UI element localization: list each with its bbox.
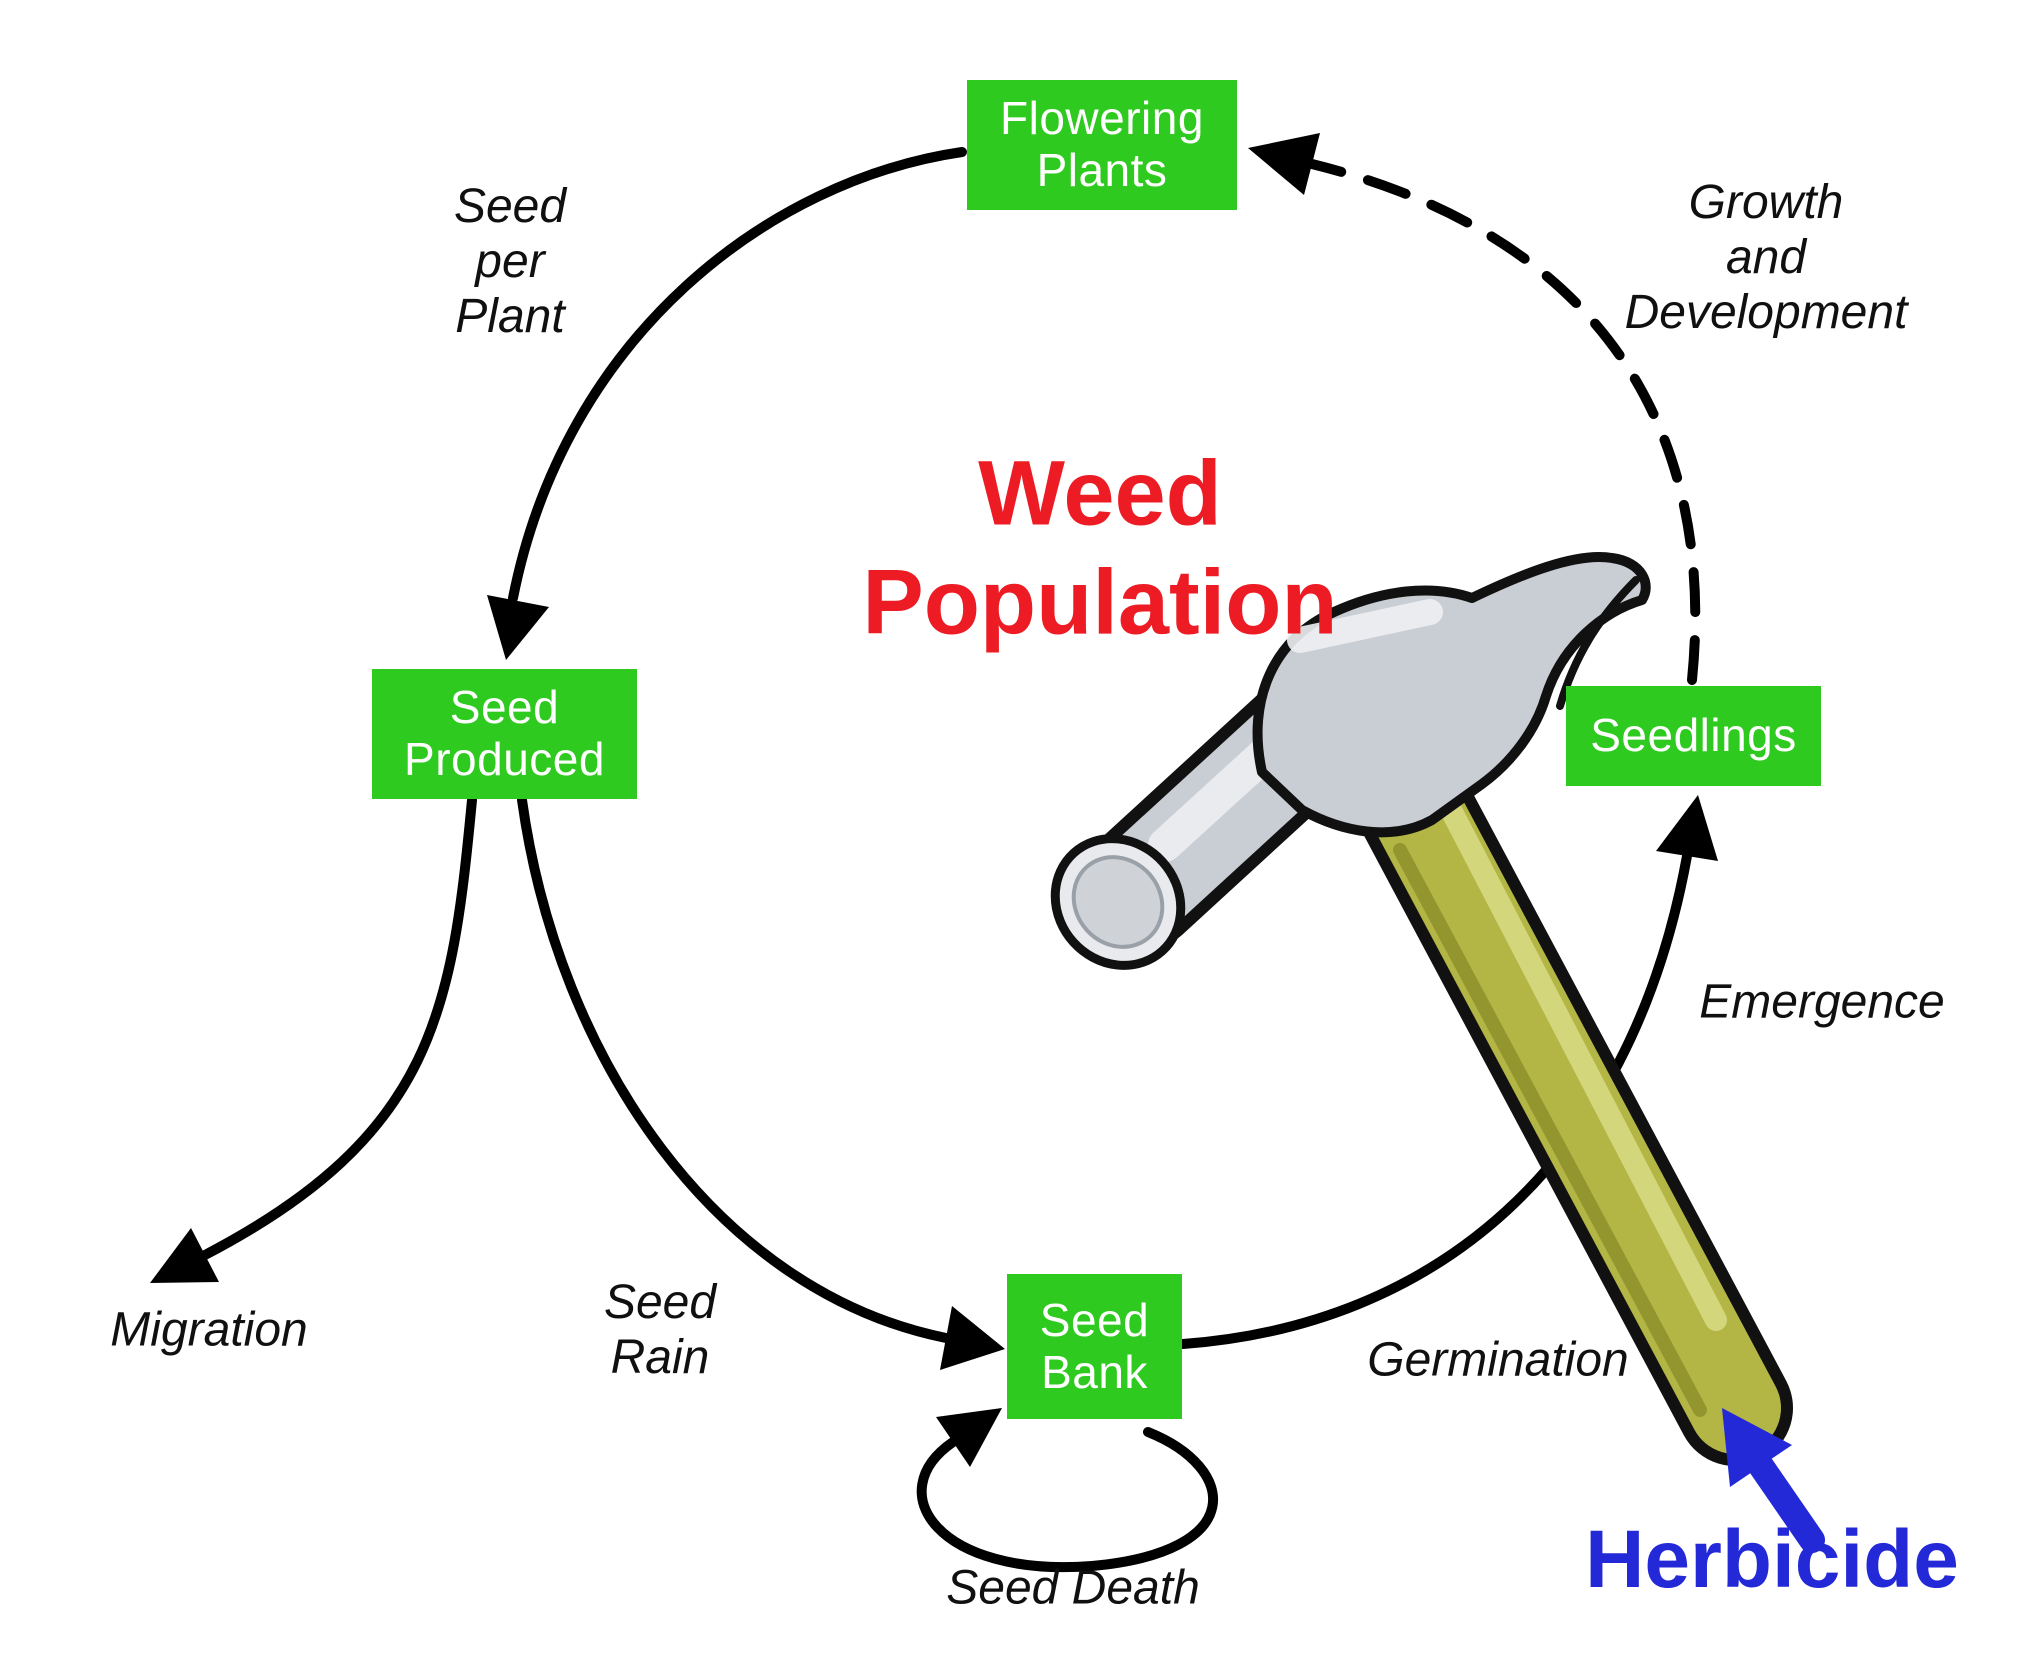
hammer-claw-split <box>1556 576 1640 710</box>
label-seed-death: Seed Death <box>946 1561 1200 1615</box>
label-seed-per-plant: Seed per Plant <box>453 180 567 344</box>
hammer-icon <box>1050 552 1793 1466</box>
arc-migration <box>200 795 477 1260</box>
arc-growth-development-dashed <box>1307 159 1701 685</box>
title-weed-population: Weed Population <box>862 442 1338 653</box>
arc-seed-rain <box>517 795 951 1343</box>
node-flowering-plants: Flowering Plants <box>967 80 1237 210</box>
label-migration: Migration <box>110 1303 308 1357</box>
arc-germination <box>1178 851 1692 1349</box>
arc-seed-death-loop <box>916 1427 1218 1573</box>
herbicide-arrow <box>1722 1408 1825 1553</box>
hammer-handle <box>1369 762 1781 1454</box>
herbicide-arrowhead <box>1722 1408 1792 1487</box>
arrowhead-migration <box>150 1228 219 1283</box>
hammer-head-highlight <box>1287 599 1443 653</box>
label-seed-rain: Seed Rain <box>603 1275 717 1384</box>
arrowhead-emergence-into-seedlings <box>1656 795 1718 861</box>
label-emergence: Emergence <box>1699 975 1945 1029</box>
node-seedlings: Seedlings <box>1566 686 1821 786</box>
arrowhead-into-seed-bank <box>940 1306 1005 1370</box>
arrowhead-into-flowering-plants <box>1248 133 1320 195</box>
herbicide-arrow-shaft <box>1748 1453 1825 1553</box>
arrowhead-into-seed-produced <box>487 595 549 660</box>
node-seed-bank: Seed Bank <box>1007 1274 1182 1419</box>
herbicide-label: Herbicide <box>1585 1514 1959 1605</box>
hammer-handle-shadow <box>1393 843 1707 1417</box>
arrowhead-seed-death-into-seed-bank <box>936 1408 1002 1467</box>
arc-flowering-to-seed-produced <box>508 147 967 603</box>
hammer-face-ring <box>1071 855 1165 949</box>
node-seed-produced: Seed Produced <box>372 669 637 799</box>
label-germination: Germination <box>1367 1333 1629 1387</box>
label-growth-and-development: Growth and Development <box>1624 176 1908 340</box>
hammer-handle-highlight <box>1441 801 1727 1331</box>
